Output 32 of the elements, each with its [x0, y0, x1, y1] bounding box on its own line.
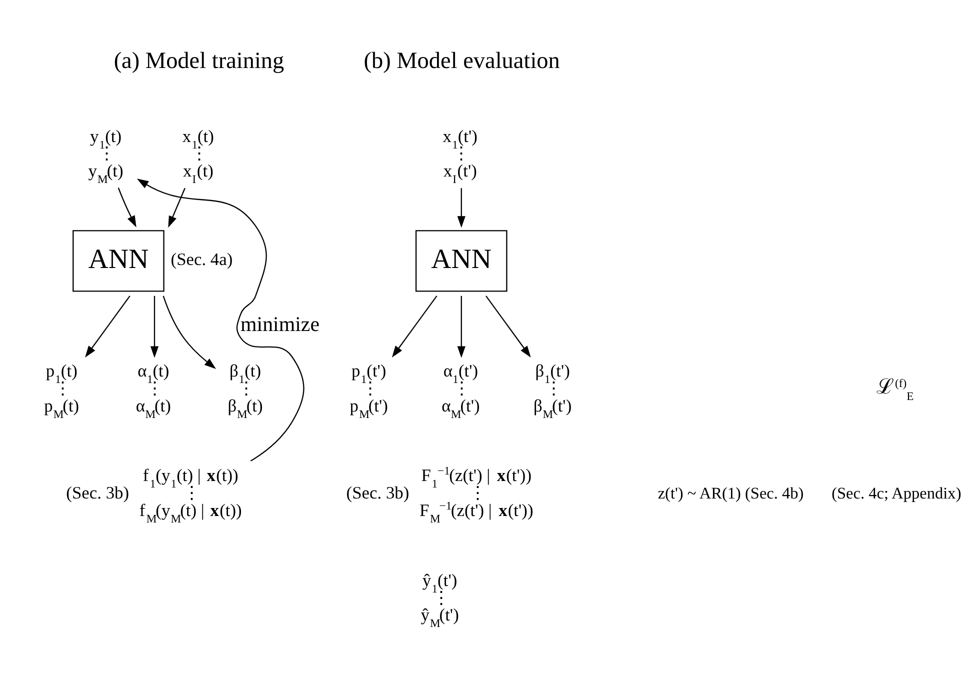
arrow	[150, 296, 159, 358]
node-text: p$_{1}$(t) ⋮ p$_{M}$(t)	[44, 360, 80, 421]
node-text: x$_{1}$(t') ⋮ x$_{I}$(t')	[442, 126, 478, 186]
arrow	[136, 178, 304, 462]
node-text: F$_{1}$$^{−1}$(z(t') | x(t')) ⋮ F$_{M}$$^{−1}$(z(t') | x(t'))	[420, 464, 534, 526]
arrow	[118, 188, 136, 228]
node-text: α$_{1}$(t) ⋮ α$_{M}$(t)	[136, 360, 171, 421]
label: (Sec. 4c; Appendix)	[832, 484, 962, 502]
arrow	[162, 296, 216, 369]
node-box: ANN	[72, 230, 164, 292]
node-text: β$_{1}$(t) ⋮ β$_{M}$(t)	[228, 360, 263, 421]
label: (b) Model evaluation	[364, 48, 560, 74]
node-box: ANN	[415, 230, 508, 292]
arrow	[457, 296, 466, 358]
node-text: α$_{1}$(t') ⋮ α$_{M}$(t')	[442, 360, 480, 421]
node-text: β$_{1}$(t') ⋮ β$_{M}$(t')	[533, 360, 572, 421]
node-text: x$_{1}$(t) ⋮ x$_{I}$(t)	[182, 126, 214, 186]
node-label: (Sec. 3b)	[66, 482, 130, 503]
arrow	[486, 296, 531, 358]
label: (a) Model training	[114, 48, 284, 74]
node-label: (Sec. 3b)	[346, 482, 410, 503]
node-text: ŷ$_{1}$(t') ⋮ ŷ$_{M}$(t')	[420, 570, 459, 630]
arrow	[168, 188, 186, 228]
label: z(t') ~ AR(1) (Sec. 4b)	[658, 484, 804, 502]
node-text: f$_{1}$(y$_{1}$(t) | x(t)) ⋮ f$_{M}$(y$_{M}$(t) | x(t))	[139, 465, 242, 526]
node-text: y$_{1}$(t) ⋮ y$_{M}$(t)	[88, 126, 124, 186]
arrow	[85, 296, 130, 358]
node-text: p$_{1}$(t') ⋮ p$_{M}$(t')	[350, 360, 388, 421]
node-label: (Sec. 4a)	[170, 249, 233, 270]
arrow	[457, 188, 466, 228]
arrow	[392, 296, 438, 358]
edge-label: minimize	[240, 312, 320, 336]
